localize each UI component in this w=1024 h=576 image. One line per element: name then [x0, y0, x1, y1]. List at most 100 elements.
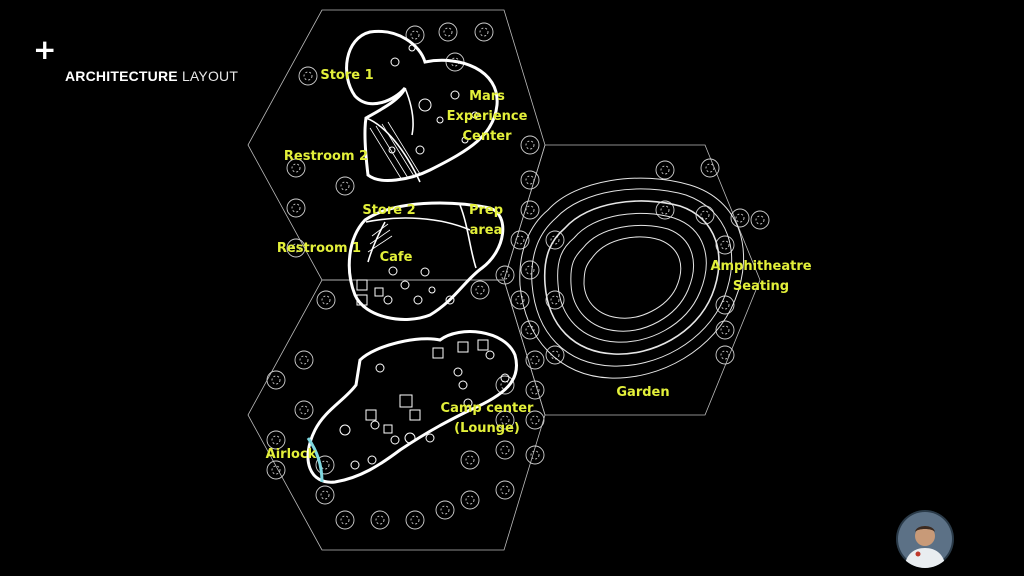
- tree-icon: [715, 235, 735, 255]
- furniture-piece: [418, 98, 432, 112]
- label-store2: Store 2: [362, 203, 415, 218]
- label-mars-3: Center: [462, 129, 512, 144]
- hexagon-outlines: [247, 9, 761, 551]
- furniture-piece: [374, 287, 384, 297]
- furniture-piece: [432, 347, 444, 359]
- tree-icon: [495, 265, 515, 285]
- tree-icon: [266, 370, 286, 390]
- tree-icon: [335, 176, 355, 196]
- tree-icon: [474, 22, 494, 42]
- tree-icon: [294, 400, 314, 420]
- tree-icon: [294, 350, 314, 370]
- tree-icon: [695, 205, 715, 225]
- tree-icon: [525, 380, 545, 400]
- furniture-piece: [463, 398, 473, 408]
- tree-icon: [750, 210, 770, 230]
- internal-walls: [365, 87, 477, 269]
- furniture-piece: [390, 57, 400, 67]
- tree-icon: [655, 200, 675, 220]
- label-restroom2: Restroom 2: [284, 149, 368, 164]
- tree-icon: [435, 500, 455, 520]
- room-labels: Store 1 Mars Experience Center Restroom …: [266, 68, 812, 462]
- furniture-piece: [408, 44, 416, 52]
- furniture-piece: [339, 424, 351, 436]
- tree-icon: [460, 450, 480, 470]
- label-camp-1: Camp center: [441, 401, 534, 416]
- tree-icon: [495, 410, 515, 430]
- furniture-piece: [356, 294, 368, 306]
- furniture-piece: [404, 432, 416, 444]
- astronaut-avatar[interactable]: [896, 510, 954, 568]
- furniture-piece: [390, 435, 400, 445]
- furniture-piece: [445, 295, 455, 305]
- tree-icon: [730, 208, 750, 228]
- furniture-piece: [383, 295, 393, 305]
- tree-icon-group: [266, 22, 770, 530]
- label-mars-2: Experience: [447, 109, 528, 124]
- furniture-piece: [356, 279, 368, 291]
- tree-icon: [438, 22, 458, 42]
- furniture-piece: [450, 90, 460, 100]
- furniture-piece: [471, 111, 479, 119]
- furniture-piece: [388, 266, 398, 276]
- furniture-piece: [485, 350, 495, 360]
- label-amphitheatre-2: Seating: [733, 279, 789, 294]
- furniture-piece: [458, 380, 468, 390]
- tree-icon: [655, 160, 675, 180]
- furniture-piece: [428, 286, 436, 294]
- tree-icon: [286, 198, 306, 218]
- tree-icon: [545, 345, 565, 365]
- cafe-outline: [347, 201, 505, 321]
- label-amphitheatre-1: Amphitheatre: [710, 259, 811, 274]
- label-prep-1: Prep: [469, 203, 503, 218]
- tree-icon: [520, 260, 540, 280]
- title-bold: ARCHITECTURE: [65, 68, 178, 84]
- tree-icon: [510, 290, 530, 310]
- label-store1: Store 1: [320, 68, 373, 83]
- tree-icon: [525, 410, 545, 430]
- tree-icon: [525, 350, 545, 370]
- tree-icon: [545, 230, 565, 250]
- label-airlock: Airlock: [266, 447, 317, 462]
- furniture-piece: [413, 295, 423, 305]
- plus-icon[interactable]: +: [33, 33, 57, 66]
- furniture-piece: [420, 267, 430, 277]
- furniture-piece: [461, 136, 469, 144]
- tree-icon: [266, 430, 286, 450]
- furniture-piece: [425, 433, 435, 443]
- tree-icon: [405, 510, 425, 530]
- furniture-piece: [457, 341, 469, 353]
- hexagon-right: [503, 144, 761, 416]
- label-cafe: Cafe: [380, 250, 413, 265]
- tree-icon: [715, 345, 735, 365]
- store1-outline: [345, 30, 407, 177]
- tree-icon: [335, 510, 355, 530]
- tree-icon: [286, 238, 306, 258]
- furniture-piece: [400, 280, 410, 290]
- label-garden: Garden: [616, 385, 669, 400]
- amphitheatre-rings: [519, 177, 745, 379]
- tree-icon: [495, 440, 515, 460]
- tree-icon: [520, 200, 540, 220]
- mars-experience-center-outline: [366, 29, 499, 182]
- furniture-piece: [409, 409, 421, 421]
- tree-icon: [470, 280, 490, 300]
- tree-icon: [266, 460, 286, 480]
- tree-icon: [315, 485, 335, 505]
- label-restroom1: Restroom 1: [277, 241, 361, 256]
- tree-icon: [316, 290, 336, 310]
- furniture-piece: [388, 146, 396, 154]
- tree-icon: [520, 170, 540, 190]
- label-mars-1: Mars: [469, 89, 505, 104]
- tree-icon: [495, 480, 515, 500]
- tree-icon: [510, 230, 530, 250]
- furniture-piece: [375, 363, 385, 373]
- label-camp-2: (Lounge): [454, 421, 520, 436]
- label-prep-2: area: [470, 223, 503, 238]
- furniture-piece: [383, 424, 393, 434]
- furniture-piece: [453, 367, 463, 377]
- tree-icon: [298, 66, 318, 86]
- furniture-piece: [500, 373, 510, 383]
